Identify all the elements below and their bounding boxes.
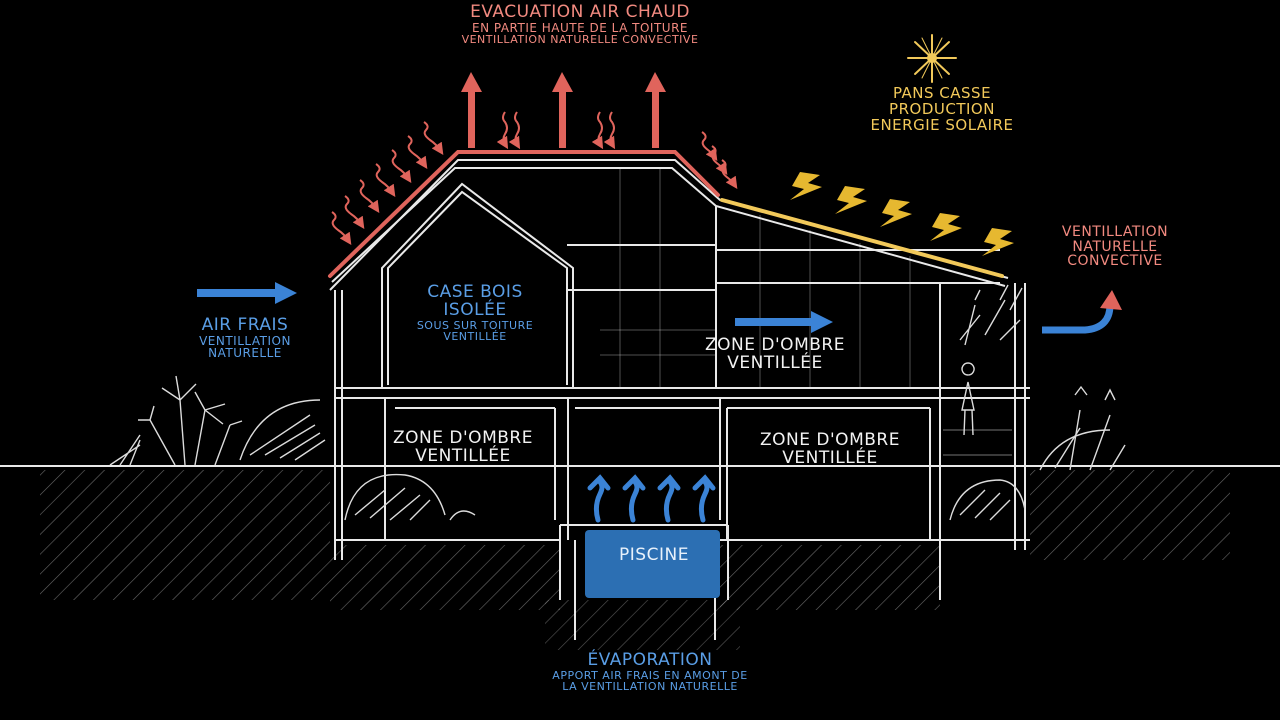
evaporation-label: ÉVAPORATION APPORT AIR FRAIS EN AMONT DE…	[520, 650, 780, 694]
case-bois-sub1: SOUS SUR TOITURE	[416, 318, 534, 332]
solar-line3: ENERGIE SOLAIRE	[870, 115, 1014, 134]
pool-block	[585, 530, 720, 598]
vent-right-line3: CONVECTIVE	[1067, 253, 1163, 270]
case-bois-title: CASE BOIS	[427, 282, 523, 302]
fresh-air-sub1: VENTILLATION	[199, 333, 291, 348]
hot-air-label: EVACUATION AIR CHAUD EN PARTIE HAUTE DE …	[440, 2, 720, 47]
arrow-right-icon	[197, 282, 833, 333]
solar-line2: PRODUCTION	[889, 99, 995, 118]
convective-exit-arrow	[1042, 290, 1122, 334]
fresh-air-label: AIR FRAIS VENTILLATION NATURELLE	[180, 315, 310, 361]
solar-roof-line	[720, 198, 1004, 278]
zone-lower-right-line1: ZONE D'OMBRE	[760, 430, 900, 450]
hot-air-sub2: VENTILLATION NATURELLE CONVECTIVE	[461, 33, 699, 47]
evaporation-sub2: LA VENTILLATION NATURELLE	[562, 680, 738, 694]
evaporation-arrows	[587, 474, 716, 523]
hot-air-sub1: EN PARTIE HAUTE DE LA TOITURE	[472, 20, 688, 35]
lightning-icon	[790, 172, 1014, 256]
hot-roof-line	[328, 150, 720, 278]
hot-air-title: EVACUATION AIR CHAUD	[470, 2, 690, 22]
case-bois-label: CASE BOIS ISOLÉE SOUS SUR TOITURE VENTIL…	[400, 282, 550, 344]
vent-right-line2: NATURELLE	[1072, 238, 1158, 255]
zone-lower-right-line2: VENTILLÉE	[782, 447, 878, 468]
evaporation-title: ÉVAPORATION	[587, 650, 713, 670]
fresh-air-sub2: NATURELLE	[208, 346, 282, 361]
zone-lower-right-label: ZONE D'OMBRE VENTILLÉE	[745, 430, 915, 468]
evaporation-sub1: APPORT AIR FRAIS EN AMONT DE	[552, 668, 748, 682]
piscine-label: PISCINE	[619, 545, 689, 565]
zone-lower-left-line1: ZONE D'OMBRE	[393, 428, 533, 448]
vent-right-line1: VENTILLATION	[1061, 224, 1169, 240]
case-bois-sub2: VENTILLÉE	[443, 330, 507, 344]
zone-lower-left-line2: VENTILLÉE	[415, 445, 511, 466]
solar-label: PANS CASSE PRODUCTION ENERGIE SOLAIRE	[862, 84, 1022, 134]
case-bois-title2: ISOLÉE	[443, 299, 507, 320]
zone-upper-right-line1: ZONE D'OMBRE	[705, 335, 845, 355]
vegetation	[109, 284, 1126, 521]
vent-right-label: VENTILLATION NATURELLE CONVECTIVE	[1045, 225, 1185, 269]
zone-upper-right-label: ZONE D'OMBRE VENTILLÉE	[690, 335, 860, 373]
ground-hatching	[40, 470, 1230, 650]
solar-line1: PANS CASSE	[892, 84, 992, 102]
heat-wave-icon	[331, 111, 738, 245]
zone-upper-right-line2: VENTILLÉE	[727, 352, 823, 373]
zone-lower-left-label: ZONE D'OMBRE VENTILLÉE	[378, 428, 548, 466]
sun-icon	[907, 34, 957, 83]
fresh-air-title: AIR FRAIS	[201, 315, 289, 335]
arrow-up-icon	[461, 72, 666, 148]
